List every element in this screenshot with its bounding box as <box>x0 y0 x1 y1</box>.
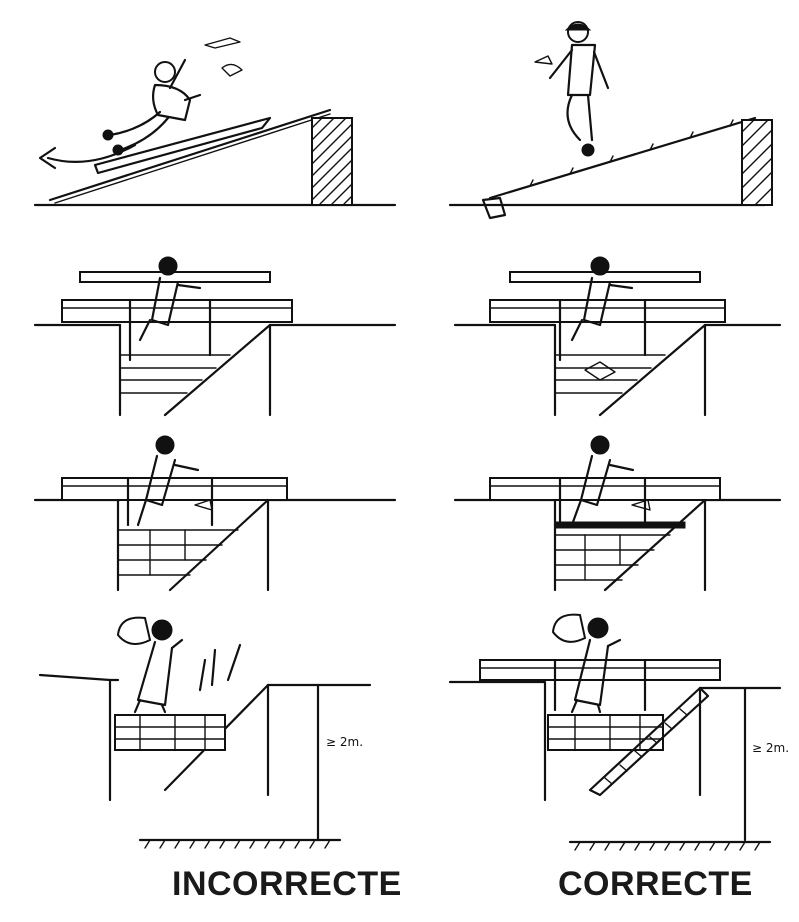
panel-slope-correct <box>450 22 772 218</box>
panel-walkway-incorrect-2 <box>35 257 395 415</box>
panel-opening-correct: ≥ 2m. <box>450 615 789 850</box>
height-label-right: ≥ 2m. <box>752 741 789 755</box>
panel-walkway-correct-2 <box>455 257 780 415</box>
standing-worker <box>535 22 608 156</box>
panel-walkway-incorrect-3 <box>35 436 395 590</box>
caption-incorrect: INCORRECTE <box>172 865 402 904</box>
panel-opening-incorrect: ≥ 2m. <box>40 618 370 848</box>
height-label-left: ≥ 2m. <box>326 735 363 749</box>
caption-correct: CORRECTE <box>558 865 753 904</box>
panel-slope-incorrect <box>35 38 395 205</box>
panel-walkway-correct-3 <box>455 436 780 590</box>
